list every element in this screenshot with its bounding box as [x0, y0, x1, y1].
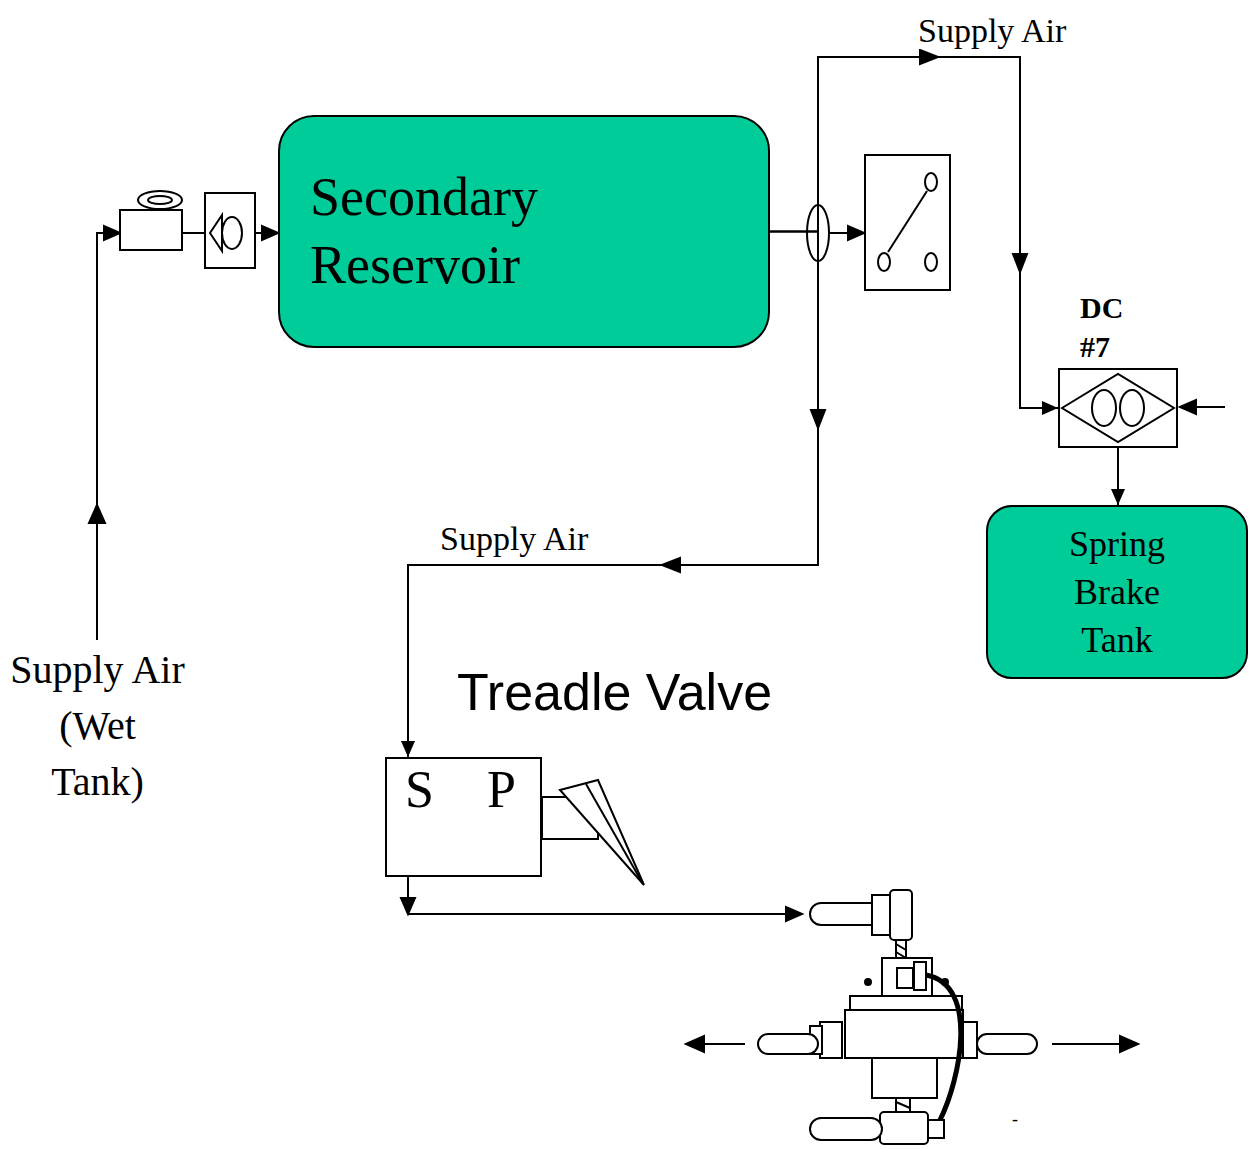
- flow-arrow: [89, 505, 105, 523]
- tank-name: Spring Brake Tank: [1042, 521, 1192, 665]
- double-check-valve: DC #7: [1058, 368, 1178, 448]
- line-label: Supply Air: [440, 520, 588, 557]
- port-letter: S: [405, 761, 434, 818]
- air-line: [1111, 448, 1125, 505]
- valve-ring: [138, 191, 182, 209]
- tank-name: Secondary Reservoir: [310, 164, 600, 299]
- treadle-valve: Treadle ValveSP: [385, 757, 542, 877]
- valve-symbol: [1060, 370, 1176, 446]
- valve-body: [120, 210, 182, 250]
- dash-mark: -: [1012, 1110, 1018, 1130]
- air-line: [770, 57, 1058, 415]
- treadle-pedal: [542, 780, 644, 885]
- relay-valve: [686, 890, 1138, 1144]
- flow-arrow: [104, 226, 120, 240]
- reservoir-tank: Secondary Reservoir: [278, 115, 770, 348]
- supply-source-label: Supply Air (Wet Tank): [10, 642, 185, 810]
- spring-brake-tank: Spring Brake Tank: [986, 505, 1248, 679]
- valve-callout: DC #7: [1080, 288, 1150, 366]
- valve-name: Treadle Valve: [457, 661, 772, 723]
- pressure-switch: [865, 155, 950, 290]
- check-valve: [205, 193, 255, 268]
- port-letter: P: [487, 761, 516, 818]
- line-label: Supply Air: [918, 12, 1066, 49]
- valve-ring: [148, 196, 172, 204]
- supply-line: [97, 233, 113, 640]
